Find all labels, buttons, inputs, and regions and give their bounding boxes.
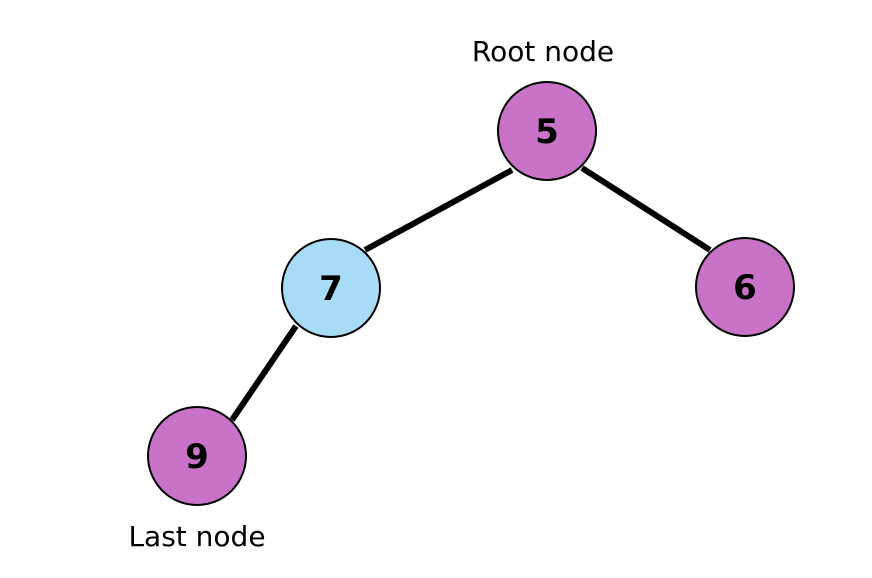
tree-node-6: 6: [695, 237, 795, 337]
node-value: 6: [733, 268, 757, 308]
node-circle: [497, 81, 597, 181]
tree-node-9: 9: [147, 406, 247, 506]
last-node-label: Last node: [128, 520, 265, 553]
node-circle: [281, 238, 381, 338]
node-circle: [695, 237, 795, 337]
root-node-label: Root node: [472, 35, 614, 68]
tree-node-7: 7: [281, 238, 381, 338]
node-circle: [147, 406, 247, 506]
edges: [229, 165, 712, 422]
edge-5-6: [580, 165, 712, 253]
node-value: 9: [185, 437, 209, 477]
edge-5-7: [363, 167, 514, 253]
node-value: 7: [319, 269, 343, 309]
tree-node-5: 5: [497, 81, 597, 181]
node-value: 5: [535, 112, 559, 152]
edge-7-9: [229, 324, 299, 422]
